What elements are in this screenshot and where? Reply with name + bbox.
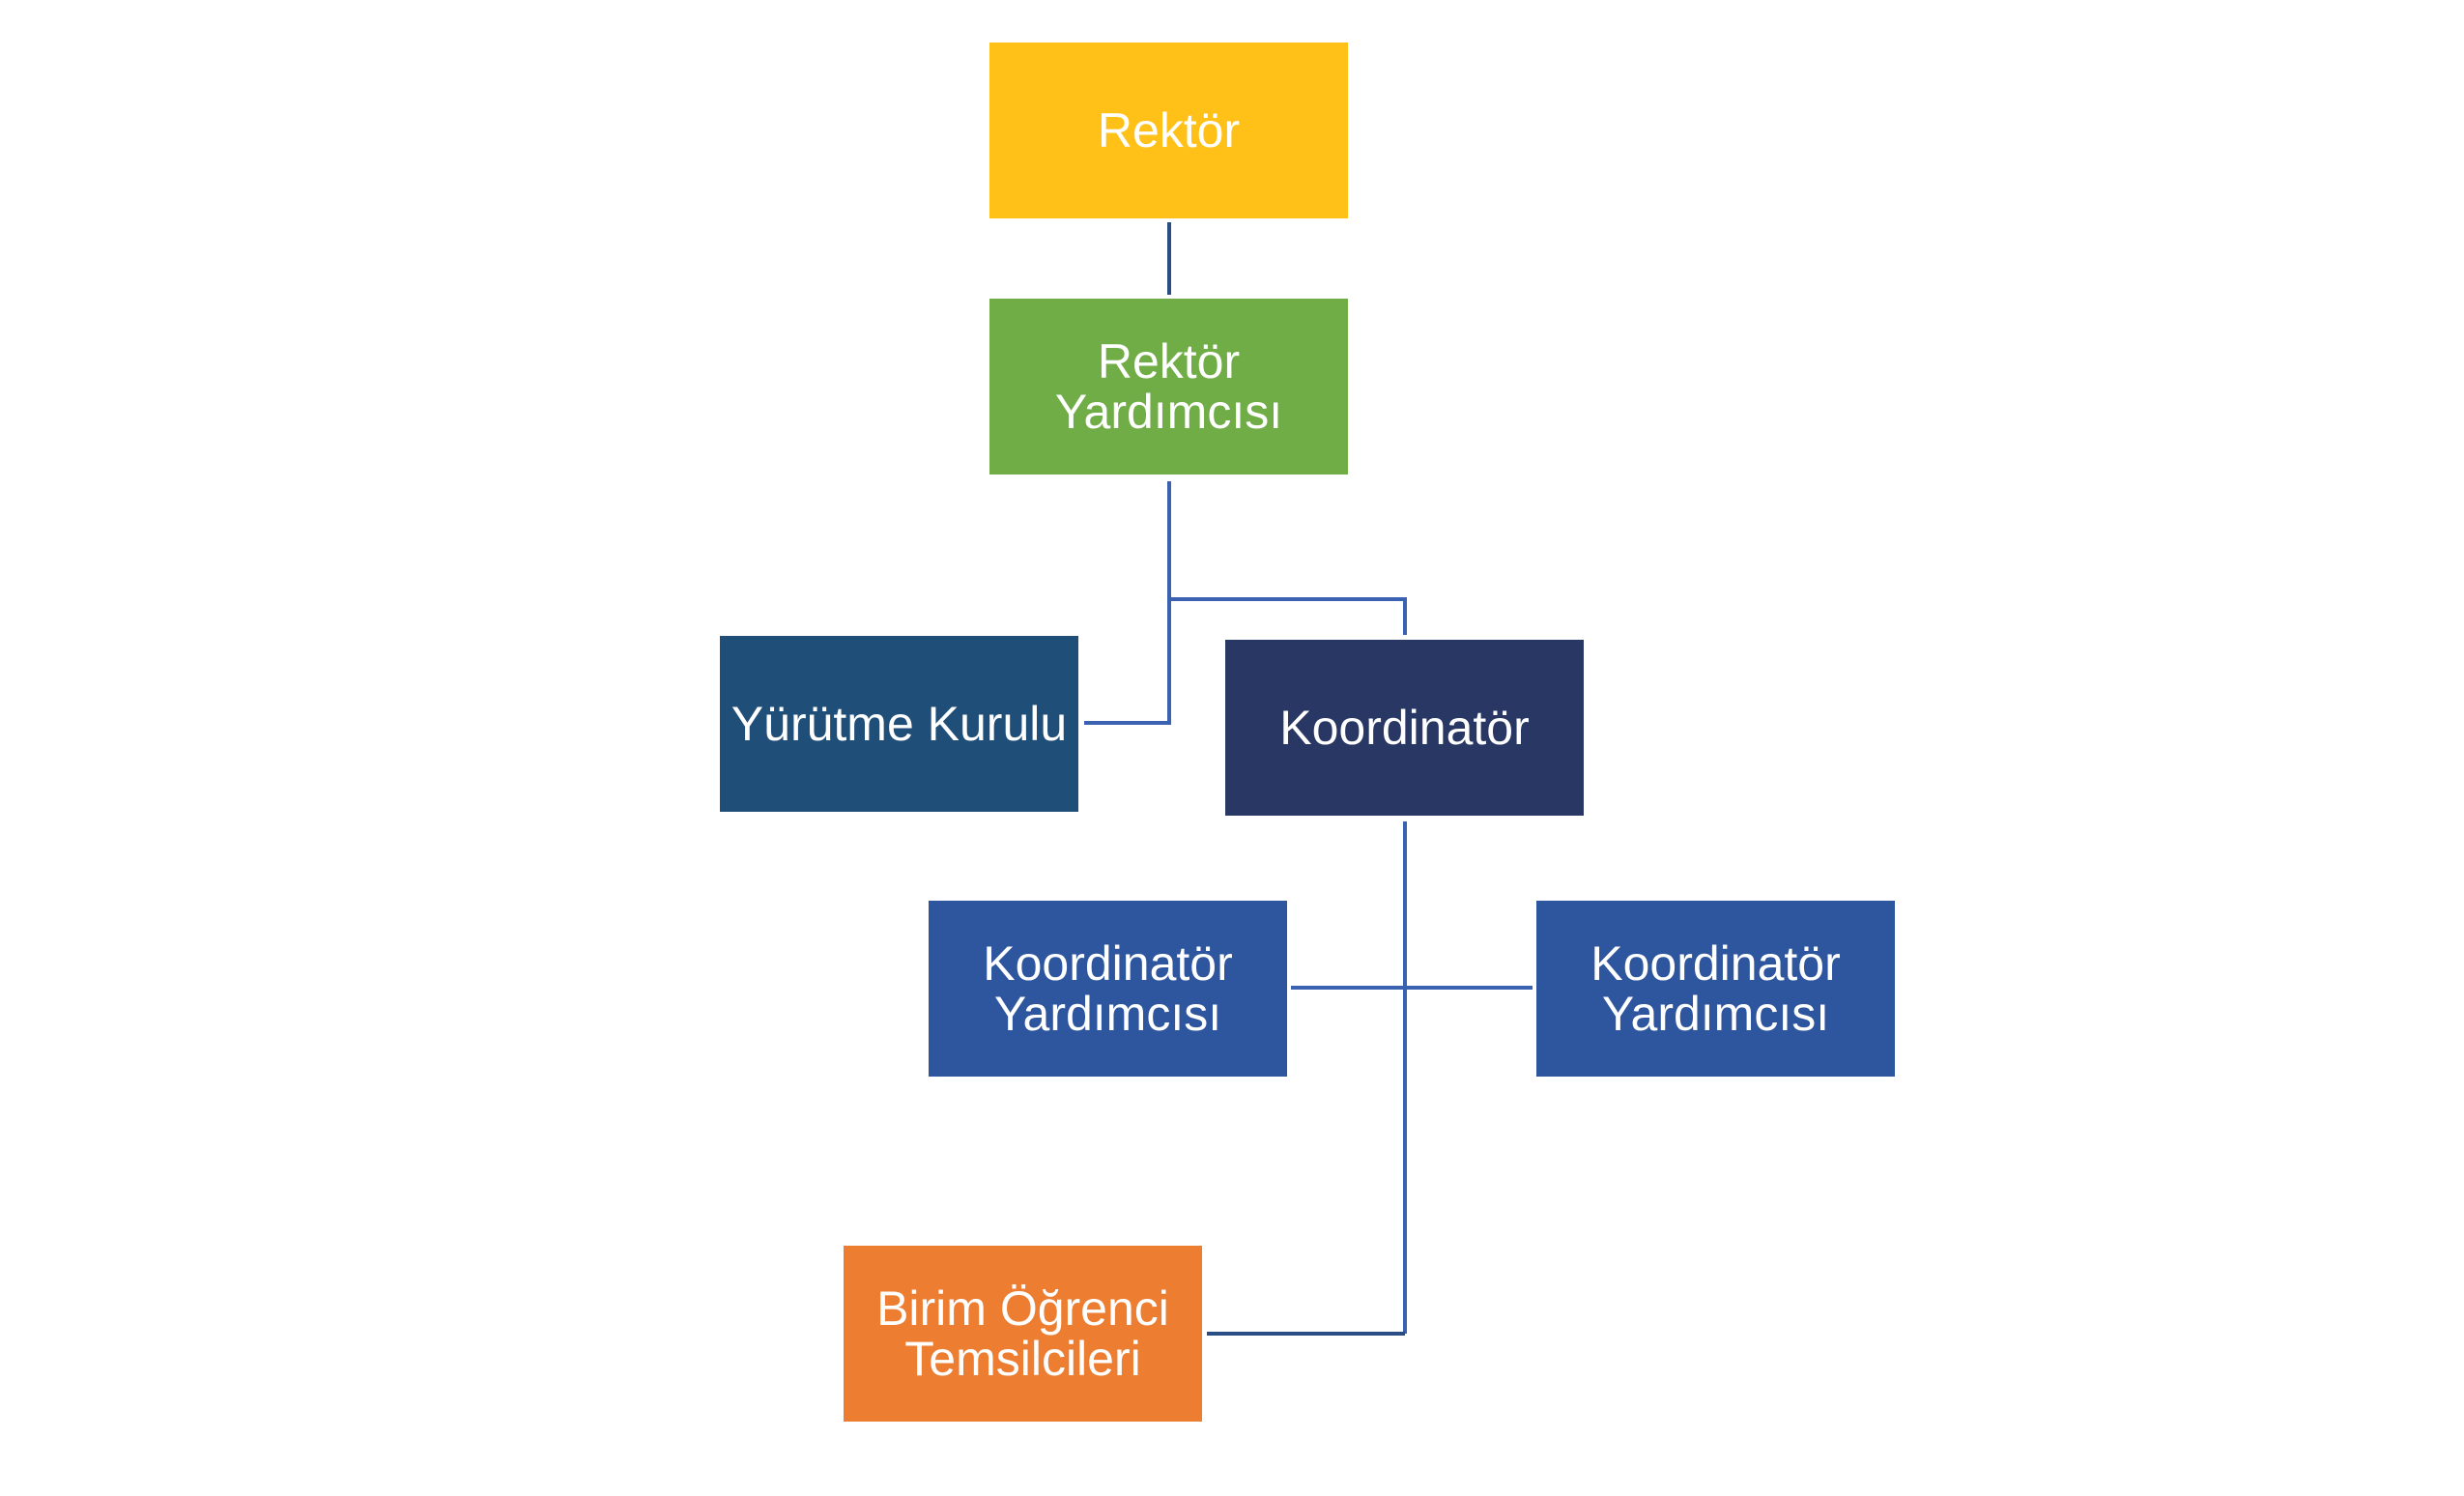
- node-koordinator: Koordinatör: [1225, 640, 1584, 816]
- node-rektor: Rektör: [989, 43, 1348, 218]
- node-birim-ogrenci-temsilcileri: Birim Öğrenci Temsilcileri: [844, 1246, 1202, 1422]
- connector-yardimci-koordinator: [1169, 597, 1407, 635]
- node-koordinator-yardimcisi-right: Koordinatör Yardımcısı: [1536, 901, 1895, 1077]
- node-koordinator-yardimcisi-left: Koordinatör Yardımcısı: [929, 901, 1287, 1077]
- node-rektor-yardimcisi: Rektör Yardımcısı: [989, 299, 1348, 475]
- node-yurutme-kurulu: Yürütme Kurulu: [720, 636, 1078, 812]
- connector-yardimci-yurutme: [1084, 481, 1171, 725]
